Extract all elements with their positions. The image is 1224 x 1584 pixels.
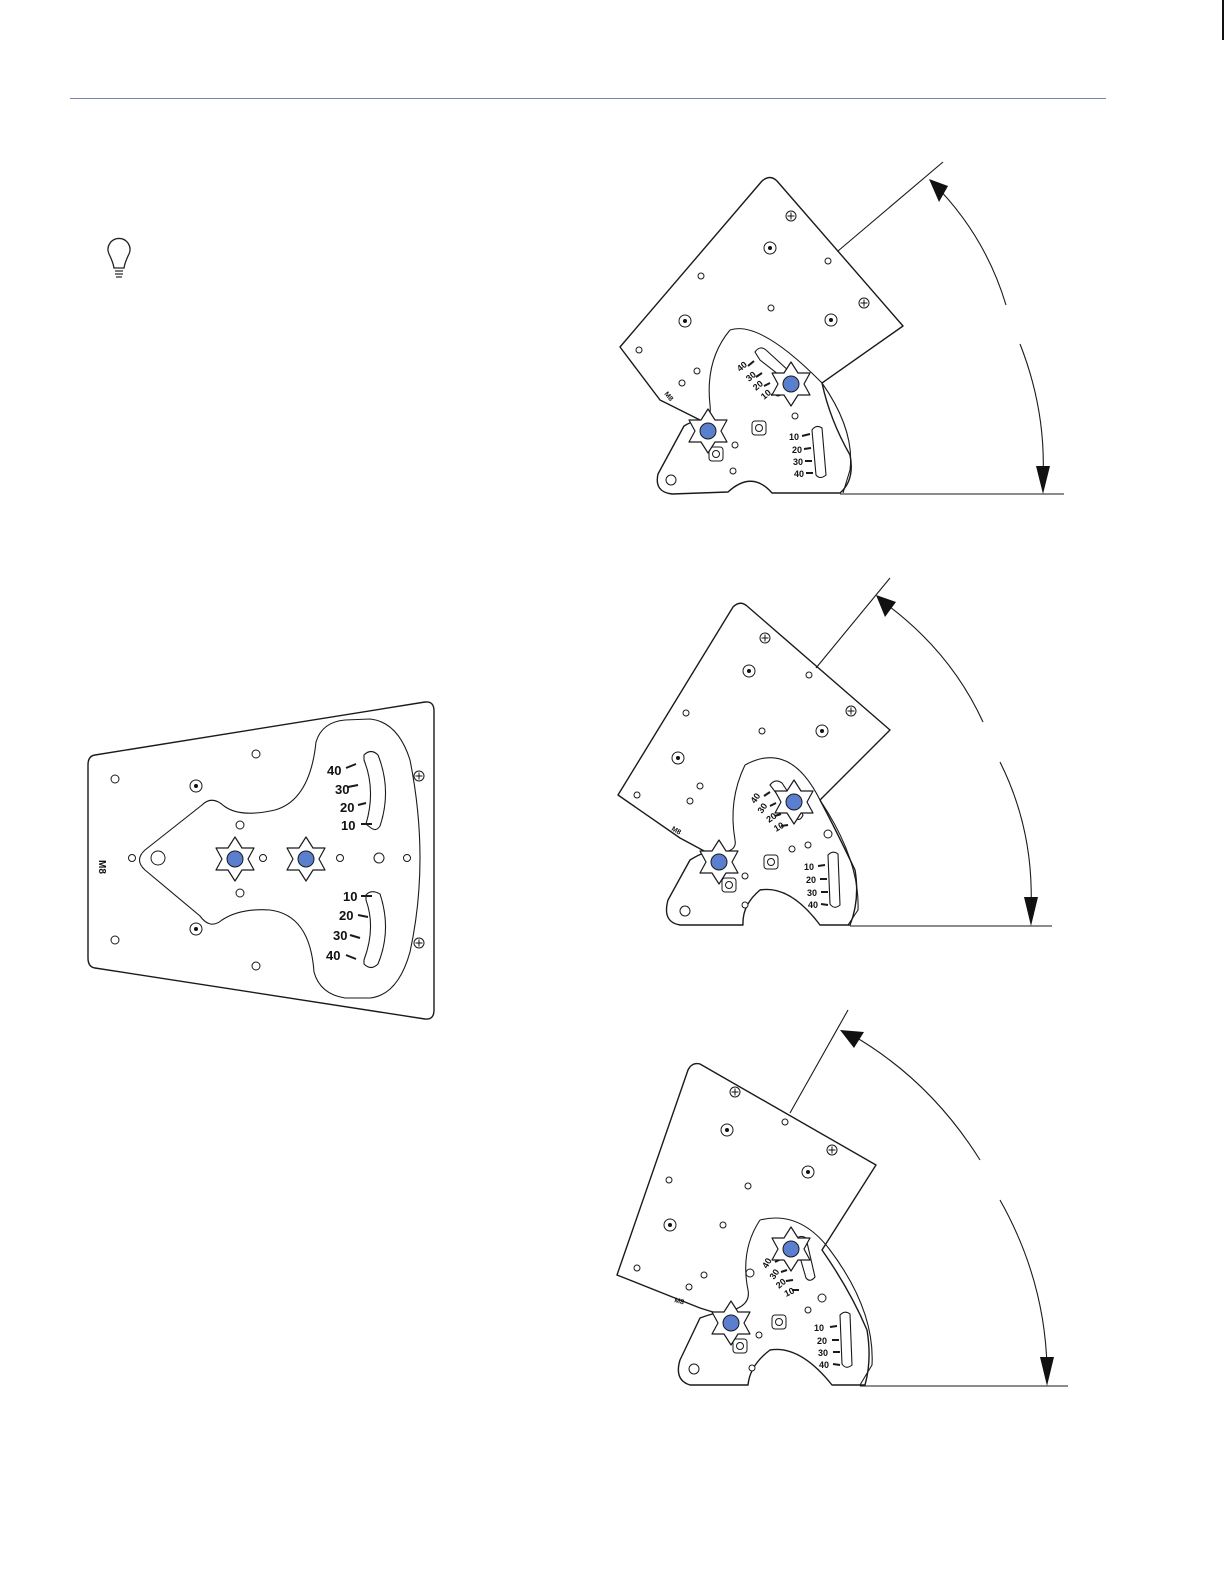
mount-hole [236,889,244,897]
lower-scale-label: 20 [806,875,816,885]
bolt [190,923,202,935]
lightbulb-icon [108,238,130,277]
angle-view-2: 40 30 20 10 10 20 30 40 M8 [618,578,1052,926]
mount-hole [129,855,136,862]
upper-scale-label: 40 [327,763,341,778]
mount-hole [111,775,119,783]
lower-scale-label: 40 [808,900,818,910]
lower-scale-label: 30 [807,888,817,898]
plate-logo: M8 [96,860,107,874]
screw [414,771,424,781]
lower-scale-label: 20 [817,1336,827,1346]
mount-hole [111,936,119,944]
mount-hole [236,821,244,829]
lower-scale-label: 10 [789,432,799,442]
plate-front-view: 40 30 20 10 10 20 30 40 M8 [88,702,434,1019]
angle-view-3: 40 30 20 10 10 20 30 40 M8 [617,1010,1068,1386]
lower-scale-label: 40 [326,948,340,963]
angle-view-1: 40 30 20 10 10 20 30 40 M8 [620,162,1064,494]
lower-scale-label: 20 [792,445,802,455]
upper-scale-label: 20 [340,800,354,815]
mount-hole [260,855,267,862]
mount-hole [252,750,260,758]
mount-hole [252,962,260,970]
upper-scale-label: 10 [341,818,355,833]
pivot-hole [151,851,165,865]
lower-scale-label: 40 [794,469,804,479]
lower-scale-label: 30 [818,1348,828,1358]
bolt [190,780,202,792]
plate-logo: M8 [673,1297,684,1306]
mount-hole [374,853,384,863]
lower-scale-label: 20 [339,908,353,923]
mount-hole [404,855,411,862]
lower-scale-label: 10 [804,862,814,872]
lower-scale-label: 10 [343,889,357,904]
lower-scale-label: 30 [793,457,803,467]
lower-scale-label: 40 [819,1360,829,1370]
lower-scale-label: 30 [333,928,347,943]
screw [414,938,424,948]
lower-scale-label: 10 [814,1323,824,1333]
mount-hole [337,855,344,862]
upper-scale-label: 30 [335,782,349,797]
